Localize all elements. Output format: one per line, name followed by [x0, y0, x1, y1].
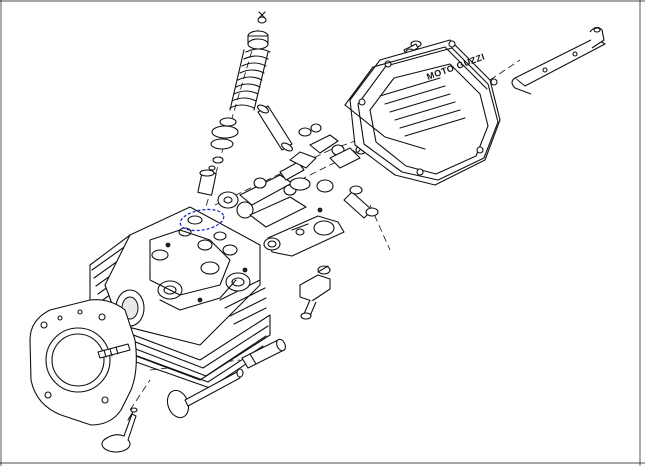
exhaust-valve	[101, 407, 138, 453]
valve-guide	[241, 338, 286, 369]
cover-gasket	[344, 46, 488, 150]
cylinder-head	[89, 206, 271, 389]
mounting-bracket	[511, 26, 606, 95]
valve-spring-stack	[197, 11, 271, 196]
head-gasket	[29, 299, 137, 426]
rocker-shaft-pin	[343, 185, 379, 219]
rocker-cover: MOTO GUZZI	[349, 39, 501, 186]
pushrod-tube	[257, 104, 293, 152]
tappet-piece	[299, 265, 331, 320]
rocker-arm-assembly	[217, 123, 367, 257]
cylinder-stud	[97, 343, 131, 359]
intake-valve	[166, 368, 244, 419]
highlight-marker	[179, 208, 225, 232]
